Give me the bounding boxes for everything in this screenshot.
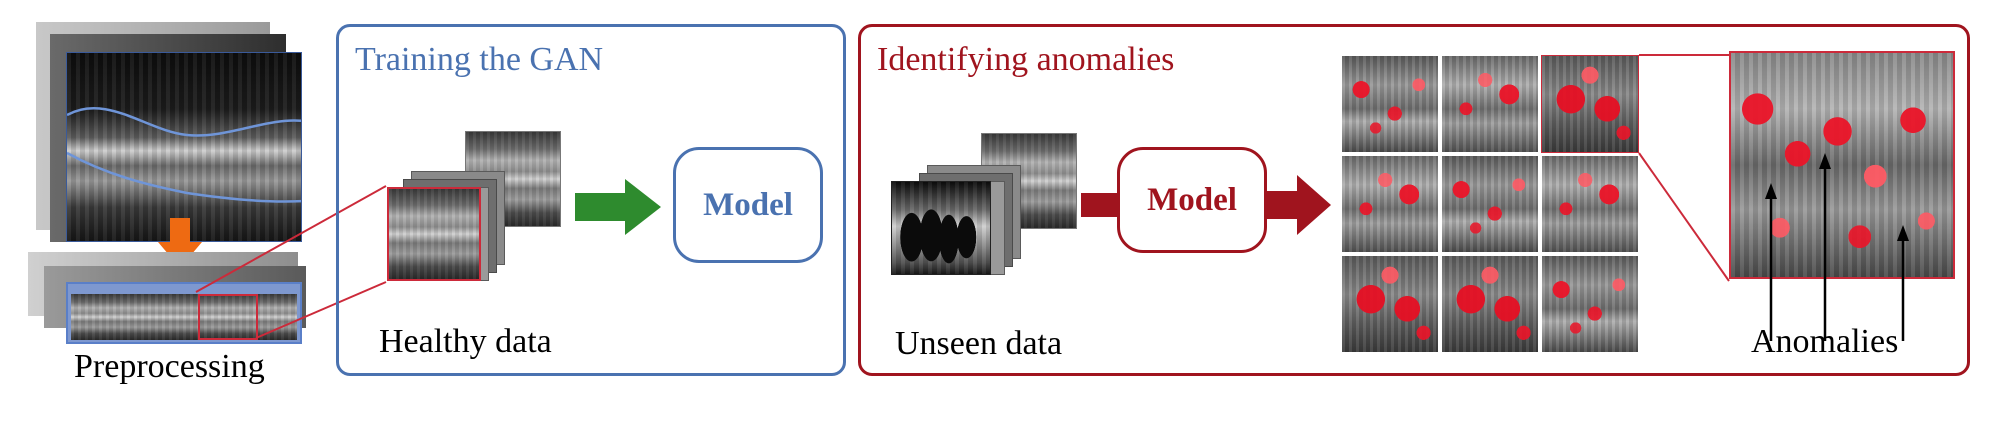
- training-panel: Training the GAN Model Healthy data: [336, 24, 846, 376]
- red-output-arrow-icon: [1267, 175, 1331, 235]
- heatmap-tile: [1341, 55, 1439, 153]
- anomaly-panel-title: Identifying anomalies: [877, 41, 1175, 78]
- heatmap-tile: [1441, 155, 1539, 253]
- red-right-arrow-icon: [1081, 193, 1117, 217]
- training-panel-title: Training the GAN: [355, 41, 604, 78]
- zoomed-anomaly-image: [1729, 51, 1955, 279]
- heatmap-tile: [1341, 255, 1439, 353]
- unseen-patch-image: [891, 181, 991, 275]
- retina-boundary-lines: [67, 107, 301, 203]
- extracted-patch-outline: [198, 294, 258, 340]
- preprocessing-caption: Preprocessing: [74, 348, 265, 385]
- heatmap-tile: [1541, 255, 1639, 353]
- patch-connector-lines: [195, 185, 387, 339]
- heatmap-tile: [1541, 155, 1639, 253]
- anomaly-panel: Identifying anomalies Model: [858, 24, 1970, 376]
- healthy-patch-image: [387, 187, 481, 281]
- oct-volume-image: [66, 52, 302, 242]
- unseen-data-caption: Unseen data: [895, 325, 1063, 362]
- flat-volume-frame: [66, 282, 302, 344]
- anomalies-caption: Anomalies: [1751, 323, 1899, 360]
- heatmap-tile: [1341, 155, 1439, 253]
- healthy-data-caption: Healthy data: [379, 323, 552, 360]
- anomaly-pointer-arrows-icon: [1765, 153, 1909, 341]
- flattened-oct-image: [71, 294, 297, 340]
- heatmap-tile: [1541, 55, 1639, 153]
- anomaly-model-box: Model: [1117, 147, 1267, 253]
- training-model-box: Model: [673, 147, 823, 263]
- heatmap-tile: [1441, 255, 1539, 353]
- heatmap-tile: [1441, 55, 1539, 153]
- green-right-arrow-icon: [575, 179, 661, 235]
- zoom-connector-lines: [1638, 54, 1730, 282]
